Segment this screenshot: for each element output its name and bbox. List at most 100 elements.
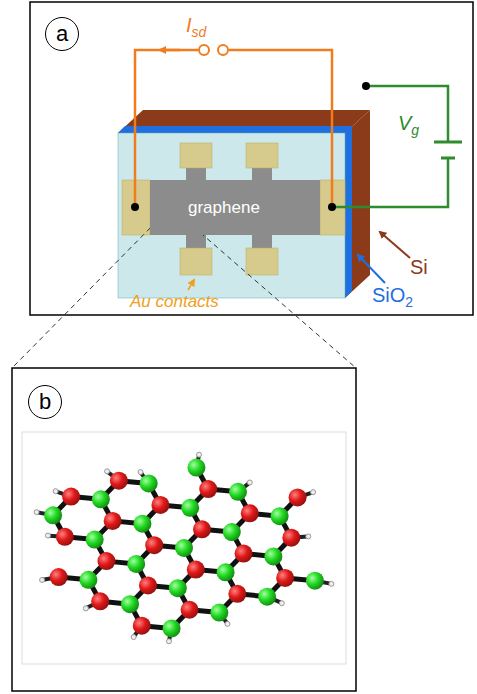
carbon-atom [235, 545, 253, 563]
h-atom [105, 469, 110, 474]
gate-voltage-label: Vg [398, 112, 419, 135]
leader-line [380, 232, 410, 258]
h-atom [34, 510, 39, 515]
carbon-atom [276, 569, 294, 587]
carbon-atom [187, 459, 205, 477]
terminal [218, 45, 228, 55]
carbon-atom [127, 555, 145, 573]
label-text: V [398, 112, 411, 134]
carbon-atom [92, 490, 110, 508]
carbon-atom [50, 568, 68, 586]
zoom-line [180, 215, 356, 368]
carbon-atom [44, 506, 62, 524]
carbon-atom [282, 529, 300, 547]
h-atom [40, 577, 45, 582]
h-atom [53, 489, 58, 494]
carbon-atom [133, 515, 151, 533]
h-atom [166, 639, 171, 644]
carbon-atom [181, 601, 199, 619]
panel-letter: b [28, 385, 62, 419]
carbon-atom [56, 528, 74, 546]
contact-dot [131, 203, 139, 211]
current-arrow [160, 49, 180, 52]
si-side [345, 110, 370, 298]
subscript: sd [192, 24, 207, 40]
sio2-top [118, 126, 352, 133]
carbon-atom [199, 480, 217, 498]
contact-dot [328, 203, 336, 211]
graphene-arms [150, 165, 320, 252]
image-frame [22, 432, 346, 664]
subscript: 2 [405, 294, 413, 310]
graphene-sheet: graphene [150, 180, 320, 235]
battery-gap [448, 142, 449, 158]
carbon-atom [228, 585, 246, 603]
oxide-label: SiO2 [372, 284, 413, 307]
label-text: Si [410, 256, 428, 278]
carbon-atom [79, 571, 97, 589]
node-text: graphene [188, 198, 260, 218]
h-atom [83, 606, 88, 611]
h-atom [197, 452, 202, 457]
au-contacts [122, 143, 345, 275]
carbon-atom [121, 595, 139, 613]
contacts-label: Au contacts [130, 292, 219, 312]
carbon-atom [223, 523, 241, 541]
carbon-atom [229, 483, 247, 501]
carbon-atom [62, 488, 80, 506]
h-atom [329, 581, 334, 586]
label-text: SiO [372, 284, 405, 306]
terminal [199, 45, 209, 55]
carbon-atom [175, 539, 193, 557]
gate-wire [368, 86, 448, 142]
panel-frame [30, 2, 473, 315]
carbon-atom [145, 536, 163, 554]
carbon-atom [97, 552, 115, 570]
carbon-atom [306, 572, 324, 590]
substrate-label: Si [410, 256, 428, 279]
carbon-atom [271, 507, 289, 525]
substrate-front [118, 133, 345, 298]
leader-line [358, 255, 385, 283]
contact-dot [362, 82, 370, 90]
carbon-atom [169, 579, 187, 597]
carbon-atom [181, 499, 199, 517]
gate-wire [332, 158, 448, 207]
carbon-atom [187, 561, 205, 579]
carbon-atom [289, 488, 307, 506]
zoom-line [12, 215, 163, 368]
carbon-atom [104, 512, 122, 530]
leader-line [188, 280, 194, 290]
current-label: Isd [186, 14, 206, 37]
subscript: g [411, 122, 419, 138]
carbon-atom [163, 619, 181, 637]
node-text: a [56, 21, 68, 47]
carbon-atom [151, 496, 169, 514]
carbon-atom [241, 504, 259, 522]
h-atom [138, 470, 143, 475]
carbon-atom [133, 617, 151, 635]
carbon-atom [91, 592, 109, 610]
h-atom [279, 601, 284, 606]
carbon-atom [193, 520, 211, 538]
h-atom [131, 635, 136, 640]
panel-letter: a [45, 17, 79, 51]
h-atom [225, 621, 230, 626]
label-text: I [186, 14, 192, 36]
graphene-lattice [34, 452, 334, 644]
h-atom [247, 480, 252, 485]
carbon-atom [264, 547, 282, 565]
carbon-atom [86, 531, 104, 549]
carbon-atom [217, 563, 235, 581]
carbon-atom [110, 472, 128, 490]
carbon-atom [258, 588, 276, 606]
h-atom [306, 534, 311, 539]
carbon-atom [210, 604, 228, 622]
h-atom [45, 533, 50, 538]
sio2-side [345, 126, 352, 298]
label-text: Au contacts [130, 292, 219, 311]
node-text: b [39, 389, 51, 415]
h-atom [311, 490, 316, 495]
carbon-atom [139, 576, 157, 594]
